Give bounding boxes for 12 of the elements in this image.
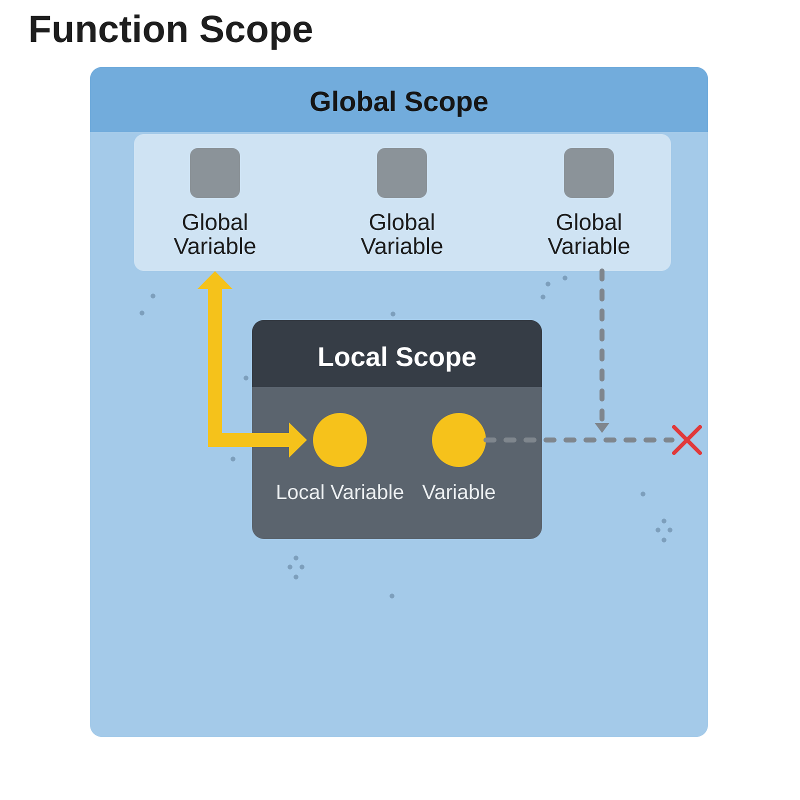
variable-tile: Global Variable <box>360 148 442 254</box>
node-label: Variable <box>422 484 495 500</box>
node-label: Global Variable <box>174 213 256 254</box>
cross-mark <box>672 425 702 455</box>
variable-tile: Global Variable <box>548 148 630 254</box>
node-label: Global Variable <box>548 213 630 254</box>
node-label: Global Variable <box>360 213 442 254</box>
node-label: Local Variable <box>277 484 404 500</box>
inner-panel <box>134 134 671 271</box>
variable-tile: Global Variable <box>174 148 256 254</box>
diagram-title: Function Scope <box>30 14 312 50</box>
dashed-line <box>484 438 674 442</box>
